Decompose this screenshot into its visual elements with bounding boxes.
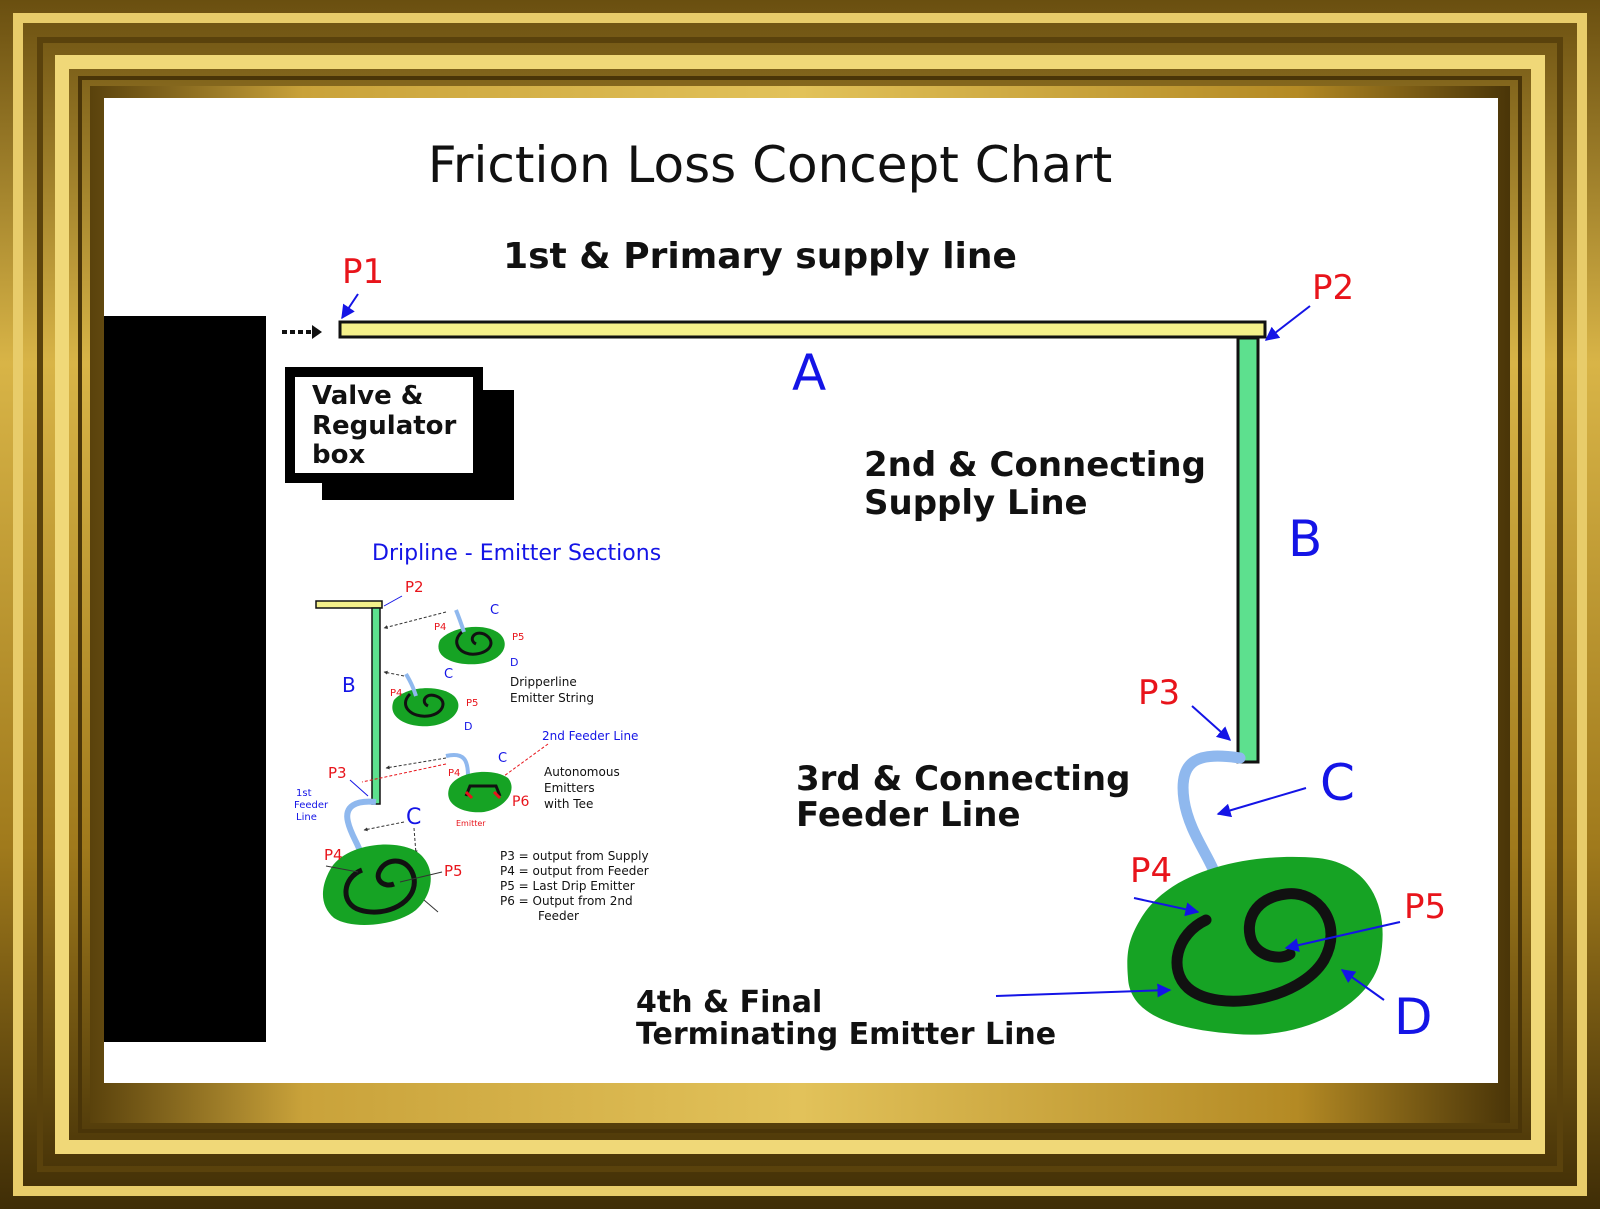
connecting-supply-label-1: 2nd & Connecting bbox=[864, 445, 1206, 485]
inset-first-feeder-label-1: 1st bbox=[296, 788, 312, 799]
inset-p4-dash bbox=[325, 865, 359, 873]
inset-spiral-2 bbox=[404, 692, 445, 718]
p1-label: P1 bbox=[342, 252, 384, 292]
inset-d-label-1: D bbox=[510, 656, 518, 669]
emitter-spiral bbox=[1171, 888, 1337, 1007]
emitter-line-arrow-icon bbox=[995, 983, 1172, 998]
page-title: Friction Loss Concept Chart bbox=[428, 136, 1112, 194]
inset-p2-label: P2 bbox=[405, 578, 424, 596]
inset-p5-dash bbox=[399, 871, 443, 883]
inset-spiral-4 bbox=[343, 858, 417, 915]
inset-second-feeder-dash bbox=[503, 743, 549, 777]
inset-c-dash-1 bbox=[363, 821, 405, 832]
section-a-label: A bbox=[792, 344, 826, 402]
inset-c-label-4: C bbox=[406, 805, 421, 830]
inset-p2-arrow-icon bbox=[383, 595, 403, 607]
p5-arrow-icon bbox=[1284, 921, 1401, 953]
p2-arrow-icon bbox=[1264, 305, 1311, 341]
inset-legend-line-4: P6 = Output from 2nd bbox=[500, 894, 633, 908]
inset-emitter-label: Emitter bbox=[456, 819, 486, 828]
inset-spiral-1 bbox=[455, 630, 493, 656]
p2-label: P2 bbox=[1312, 268, 1354, 308]
inlet-arrow-icon bbox=[282, 325, 322, 339]
inset-p4-label-2: P4 bbox=[390, 688, 402, 699]
c-arrow-icon bbox=[1216, 787, 1307, 818]
inset-feeder-1 bbox=[454, 609, 466, 633]
inset-title: Dripline - Emitter Sections bbox=[372, 541, 661, 566]
inset-autonomous-label-1: Autonomous bbox=[544, 765, 620, 779]
inset-p5-label-2: P5 bbox=[466, 698, 478, 709]
primary-line-label: 1st & Primary supply line bbox=[503, 236, 1017, 277]
inset-feeder-2 bbox=[404, 672, 418, 697]
d-arrow-icon bbox=[1340, 969, 1385, 1001]
inset-d-label-2: D bbox=[464, 720, 472, 733]
inset-autonomous-label-3: with Tee bbox=[544, 797, 593, 811]
section-b-label: B bbox=[1288, 510, 1322, 568]
feeder-line-label-1: 3rd & Connecting bbox=[796, 759, 1130, 799]
valve-regulator-box: Valve & Regulator box bbox=[285, 367, 514, 500]
inset-legend-line-1: P3 = output from Supply bbox=[500, 849, 649, 863]
p4-label: P4 bbox=[1130, 851, 1172, 891]
inset-first-feeder-label-2: Feeder bbox=[294, 800, 329, 811]
inset-legend-line-5: Feeder bbox=[538, 909, 579, 923]
emitter-line-label-2: Terminating Emitter Line bbox=[636, 1017, 1056, 1052]
inset-dripperline-label-2: Emitter String bbox=[510, 691, 594, 705]
connecting-supply-line bbox=[1236, 336, 1260, 764]
inset-p3-label: P3 bbox=[328, 764, 347, 782]
inset-first-feeder-label-3: Line bbox=[296, 812, 317, 823]
inset-emitter-area-3 bbox=[448, 771, 512, 813]
inset-d-dash bbox=[423, 899, 439, 913]
inset-c-label-3: C bbox=[498, 751, 507, 766]
inset-supply-line bbox=[371, 607, 381, 805]
valve-box-line-1: Valve & bbox=[312, 381, 423, 411]
inset-autonomous-feeder bbox=[445, 753, 470, 777]
p3-label: P3 bbox=[1138, 673, 1180, 713]
valve-box-line-2: Regulator bbox=[312, 411, 457, 441]
inset-p6-label: P6 bbox=[512, 794, 529, 810]
inset-legend-line-3: P5 = Last Drip Emitter bbox=[500, 879, 635, 893]
inset-dripperline-label-1: Dripperline bbox=[510, 675, 577, 689]
inset-p4-label-1: P4 bbox=[434, 622, 446, 633]
inset-p3-arrow-icon bbox=[349, 779, 369, 797]
inset-dash-4 bbox=[361, 763, 447, 783]
inset-p5-label-1: P5 bbox=[512, 632, 524, 643]
inset-dash-2 bbox=[383, 670, 405, 677]
inset-p5-label-4: P5 bbox=[444, 862, 463, 880]
inset-emitter-dots-icon bbox=[464, 790, 502, 800]
inset-c-label-1: C bbox=[490, 603, 499, 618]
valve-box-line-3: box bbox=[312, 440, 365, 470]
p1-arrow-icon bbox=[341, 293, 359, 320]
inset-dash-1 bbox=[383, 611, 447, 630]
inset-tee-line bbox=[464, 784, 502, 797]
inset-c-label-2: C bbox=[444, 667, 453, 682]
section-c-label: C bbox=[1320, 754, 1355, 812]
p5-label: P5 bbox=[1404, 887, 1446, 927]
inset-autonomous-label-2: Emitters bbox=[544, 781, 595, 795]
inset-c-dash-2 bbox=[413, 827, 418, 855]
p3-arrow-icon bbox=[1191, 705, 1232, 741]
feeder-line-label-2: Feeder Line bbox=[796, 795, 1021, 835]
inset-second-feeder-label: 2nd Feeder Line bbox=[542, 729, 638, 743]
left-black-panel bbox=[104, 316, 266, 1042]
inset-p4-label-4: P4 bbox=[324, 846, 343, 864]
section-d-label: D bbox=[1394, 988, 1433, 1046]
inset-b-label: B bbox=[342, 673, 356, 697]
inset-legend-line-2: P4 = output from Feeder bbox=[500, 864, 649, 878]
inset-primary-line bbox=[315, 600, 383, 609]
inset-p4-label-3: P4 bbox=[448, 768, 460, 779]
emitter-line-label-1: 4th & Final bbox=[636, 985, 822, 1020]
p4-arrow-icon bbox=[1133, 897, 1200, 917]
dripline-inset: Dripline - Emitter Sections P2 B P4 C P5… bbox=[294, 541, 661, 925]
connecting-supply-label-2: Supply Line bbox=[864, 483, 1088, 523]
inset-dash-3 bbox=[385, 757, 447, 770]
primary-supply-line bbox=[338, 320, 1267, 339]
